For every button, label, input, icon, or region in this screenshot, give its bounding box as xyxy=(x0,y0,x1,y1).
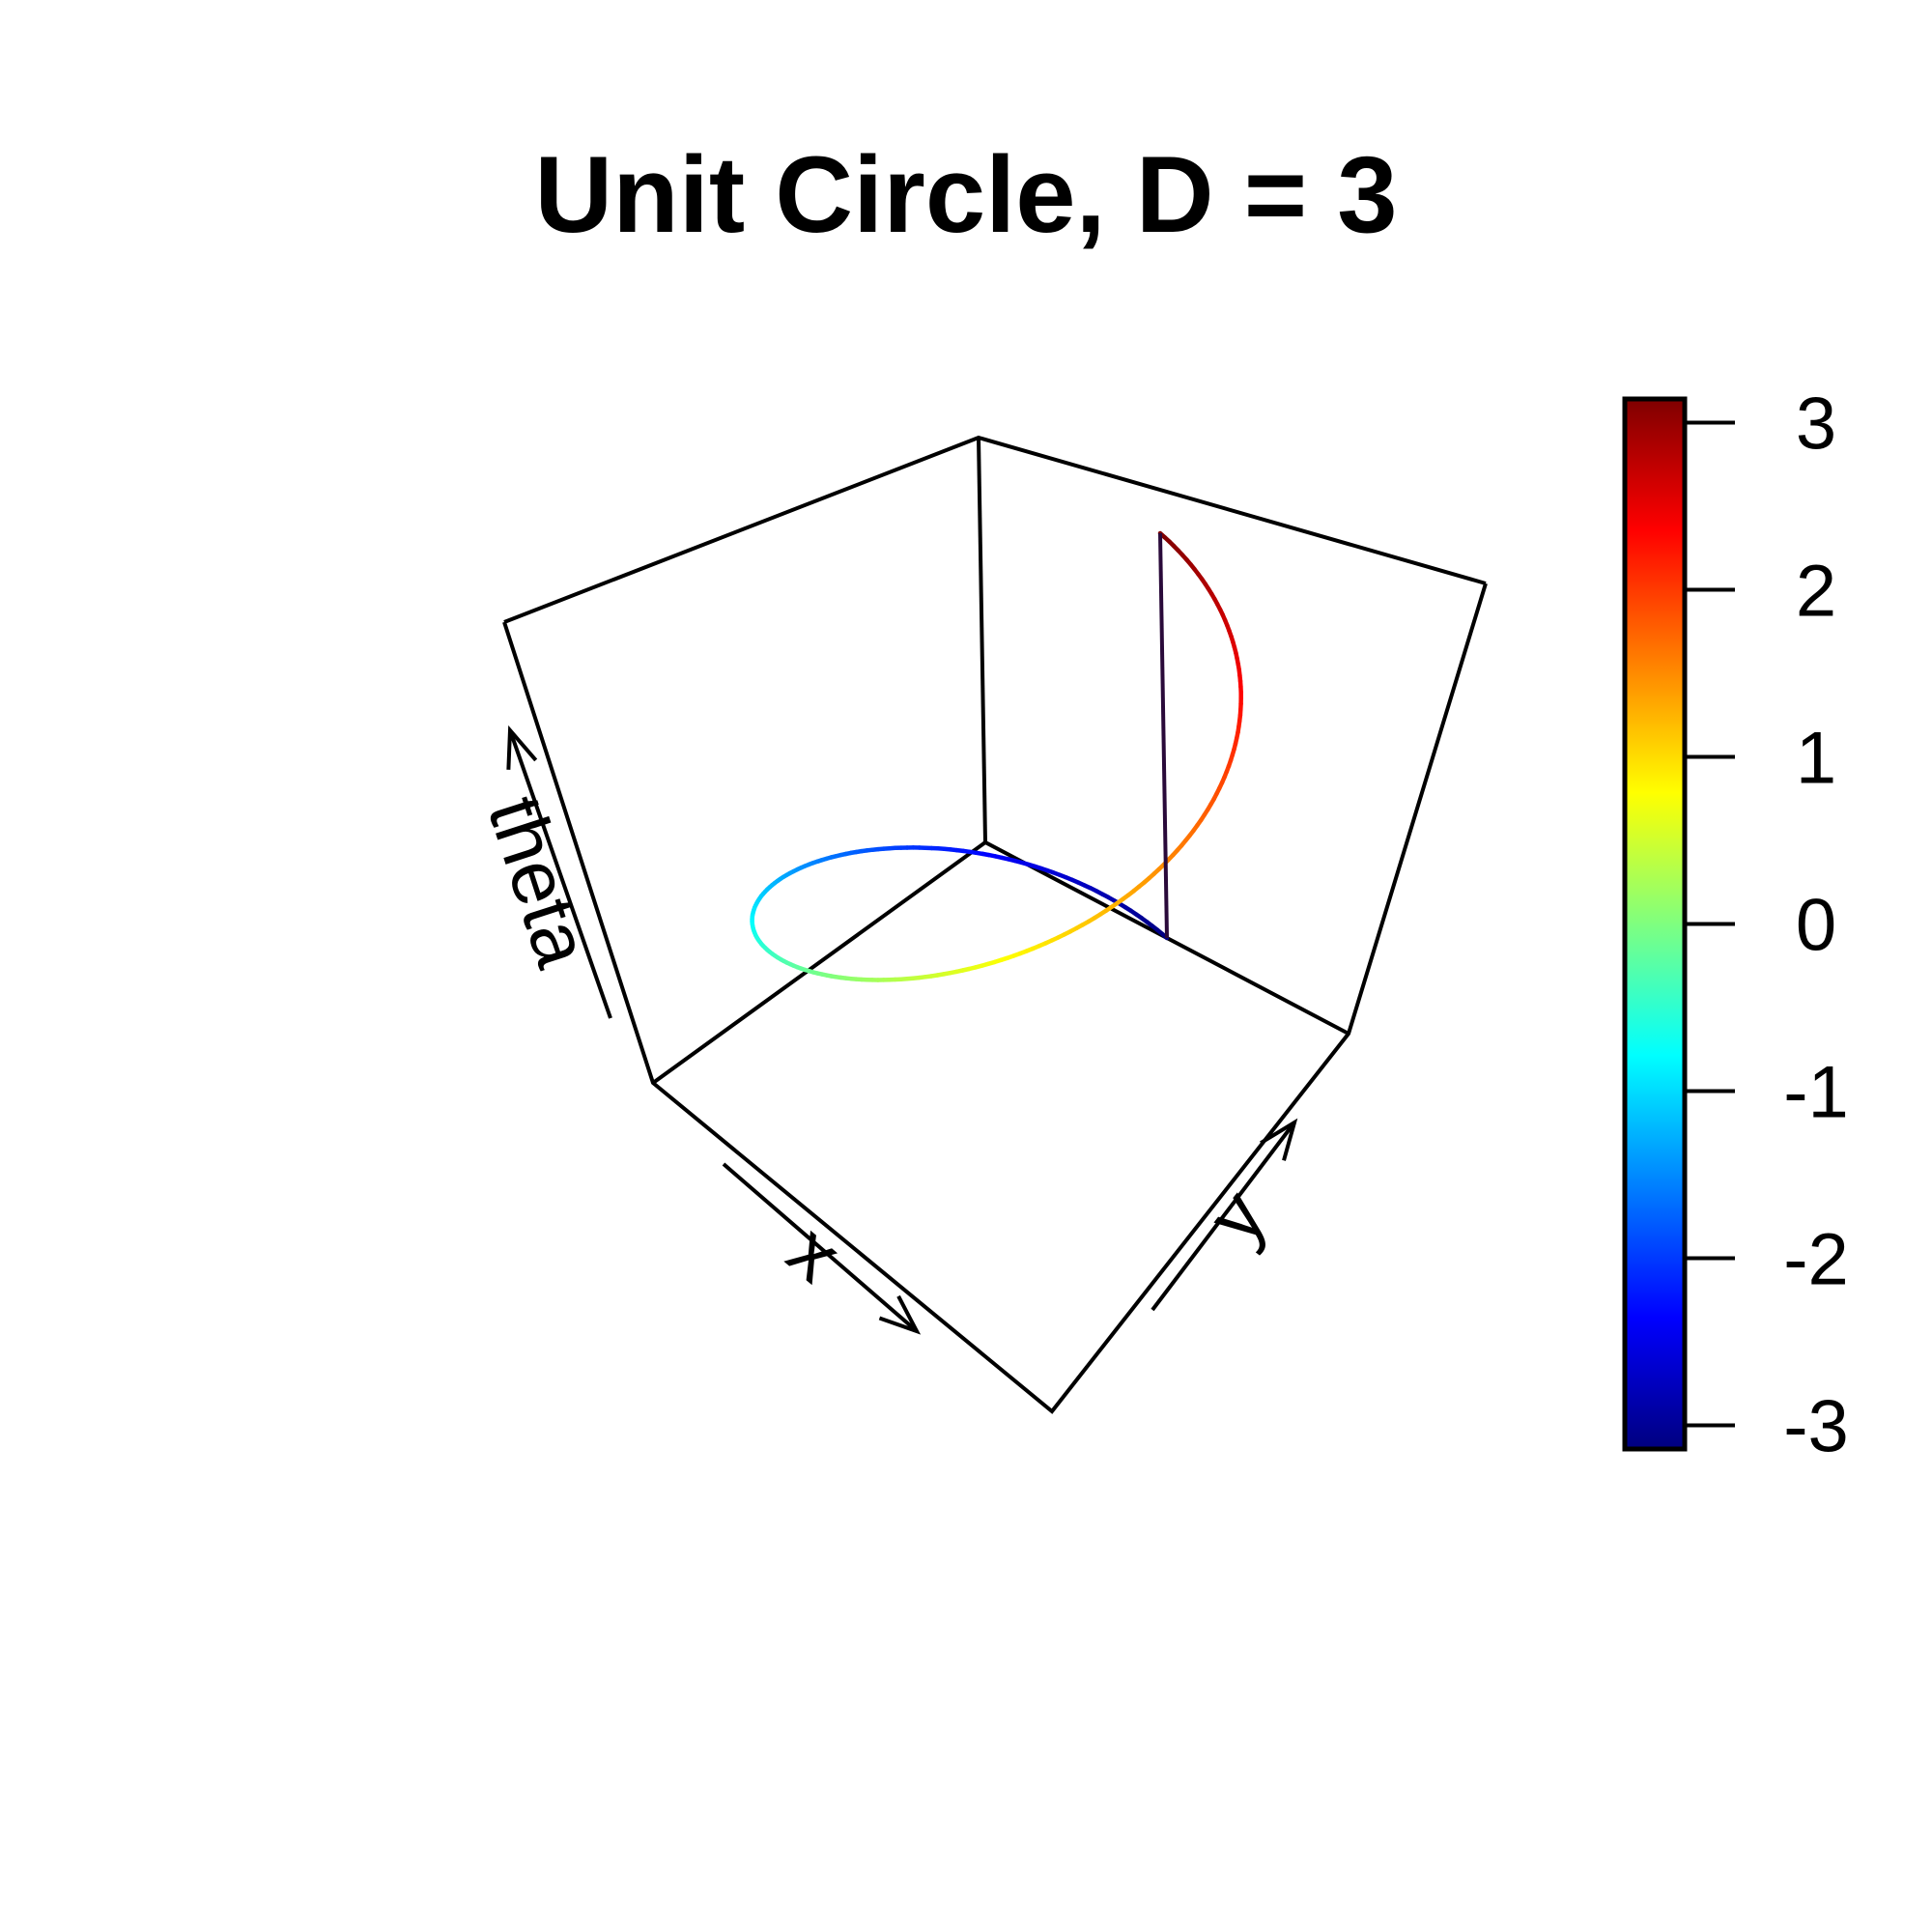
plot-box xyxy=(502,435,1488,1414)
box-floor-edges xyxy=(651,839,1350,1085)
y-axis-label: y xyxy=(1191,1175,1283,1258)
colorbar-tick-label: -1 xyxy=(1783,1052,1849,1134)
colorbar: -3 -2 -1 0 1 2 3 xyxy=(1622,384,1849,1468)
x-axis-arrow xyxy=(722,1162,922,1335)
colorbar-gradient xyxy=(1622,396,1688,1452)
chart-title: Unit Circle, D = 3 xyxy=(534,134,1397,255)
y-axis-arrow xyxy=(1151,1118,1298,1312)
box-top-edges xyxy=(503,435,1487,624)
box-outer-edges xyxy=(502,582,1488,1414)
curve-branch-cut-segment xyxy=(1158,532,1169,939)
colorbar-tick-label: -3 xyxy=(1783,1386,1849,1468)
data-curve xyxy=(750,530,1243,982)
z-axis-arrow xyxy=(506,724,612,1019)
colorbar-tick-label: 3 xyxy=(1796,384,1836,466)
box-back-vertical-edge xyxy=(977,437,987,843)
axis-arrows xyxy=(506,724,1298,1335)
x-axis-label: x xyxy=(773,1208,858,1298)
colorbar-tick-label: 0 xyxy=(1796,885,1836,967)
colorbar-tick-label: 1 xyxy=(1796,718,1836,800)
colorbar-tick-label: 2 xyxy=(1796,551,1836,633)
colorbar-tick-label: -2 xyxy=(1783,1219,1849,1301)
